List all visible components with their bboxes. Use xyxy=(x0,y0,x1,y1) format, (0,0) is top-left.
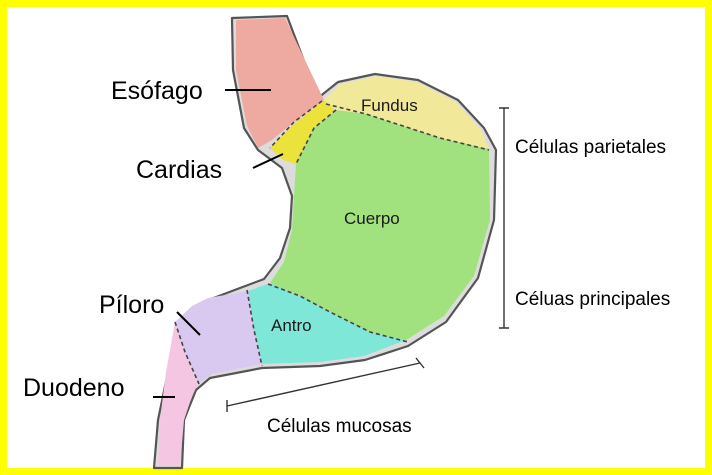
label-antro: Antro xyxy=(271,316,312,335)
label-esofago: Esófago xyxy=(111,77,203,105)
label-cardias: Cardias xyxy=(136,156,222,184)
label-celulas-principales: Céluas principales xyxy=(515,289,670,310)
label-celulas-parietales: Células parietales xyxy=(515,137,666,158)
label-duodeno: Duodeno xyxy=(23,374,124,402)
label-celulas-mucosas: Células mucosas xyxy=(267,416,412,437)
label-fundus: Fundus xyxy=(361,96,418,115)
bracket-vertical xyxy=(499,108,509,328)
label-piloro: Píloro xyxy=(99,291,164,319)
label-cuerpo: Cuerpo xyxy=(344,209,400,228)
